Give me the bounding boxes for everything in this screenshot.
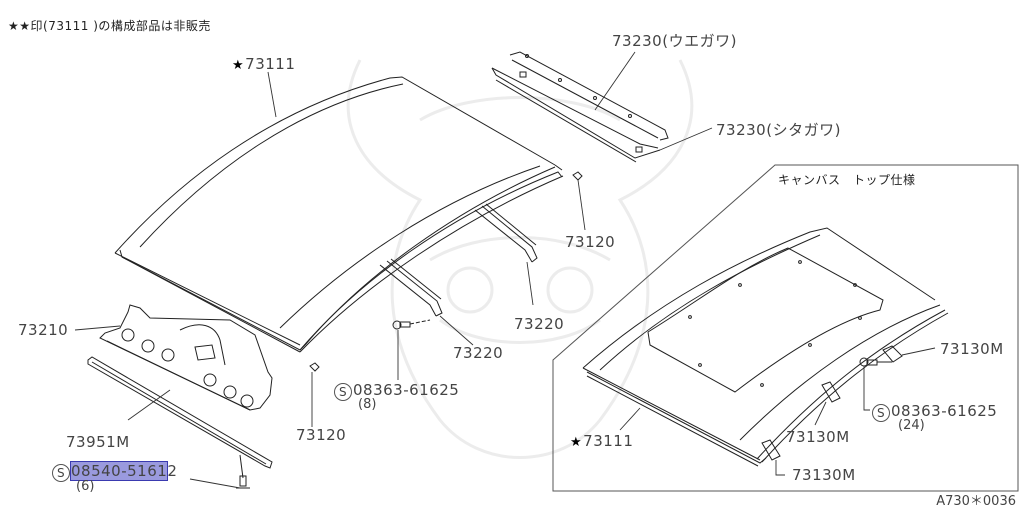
qty-screw-small: (6) xyxy=(76,479,95,494)
selected-text-highlight[interactable]: 08540-5161 xyxy=(69,461,169,481)
label-roof-bow-rear[interactable]: 73220 xyxy=(514,315,565,333)
s-mark-icon: S xyxy=(872,404,890,422)
weatherstrip-drawing xyxy=(87,356,273,469)
label-roof-rail-upper[interactable]: 73230(ウエガワ) xyxy=(612,32,737,50)
star-icon: ★ xyxy=(570,435,583,450)
label-header-panel[interactable]: 73210 xyxy=(18,321,69,339)
qty-bolt: (8) xyxy=(358,397,377,412)
inset-title: キャンバス トップ仕様 xyxy=(778,173,916,187)
header-panel-drawing xyxy=(99,304,273,411)
inset-roof-drawing xyxy=(582,227,949,467)
label-clip-left[interactable]: 73120 xyxy=(296,426,347,444)
label-inset-roof[interactable]: ★73111 xyxy=(570,432,634,450)
bolt-drawing xyxy=(392,319,431,330)
inset-bolt-drawing xyxy=(859,357,892,367)
label-inset-bracket-2[interactable]: 73130M xyxy=(786,428,850,446)
screw-small-drawing xyxy=(236,454,250,489)
label-clip-right[interactable]: 73120 xyxy=(565,233,616,251)
clip-right-drawing xyxy=(572,171,583,181)
label-inset-bracket-1[interactable]: 73130M xyxy=(940,340,1004,358)
inset-frame xyxy=(552,164,1019,492)
s-mark-icon: S xyxy=(334,383,352,401)
figure-code: A730＊0036 xyxy=(936,494,1016,509)
qty-inset-bolt: (24) xyxy=(898,418,925,433)
roof-panel-drawing xyxy=(114,76,564,353)
non-sale-note: ★★印(73111 )の構成部品は非販売 xyxy=(8,19,211,33)
inset-bracket-2-drawing xyxy=(821,381,841,403)
label-roof-panel[interactable]: ★73111 xyxy=(232,55,296,73)
label-weatherstrip[interactable]: 73951M xyxy=(66,433,130,451)
star-icon: ★ xyxy=(8,19,20,33)
leader-lines xyxy=(74,51,713,489)
inset-leader-lines xyxy=(619,347,936,476)
inset-bracket-1-drawing xyxy=(882,345,903,363)
label-inset-bracket-3[interactable]: 73130M xyxy=(792,466,856,484)
label-roof-rail-lower[interactable]: 73230(シタガワ) xyxy=(716,121,841,139)
roof-bow-front-drawing xyxy=(379,258,443,317)
roof-rail-lower-drawing xyxy=(491,67,661,163)
inset-bracket-3-drawing xyxy=(761,439,781,461)
star-icon: ★ xyxy=(232,58,245,73)
s-mark-icon: S xyxy=(52,464,70,482)
roof-bow-rear-drawing xyxy=(474,203,538,263)
roof-rail-upper-drawing xyxy=(509,51,669,141)
label-roof-bow-front[interactable]: 73220 xyxy=(453,344,504,362)
watermark-emblem xyxy=(346,59,694,459)
clip-left-drawing xyxy=(309,362,320,372)
